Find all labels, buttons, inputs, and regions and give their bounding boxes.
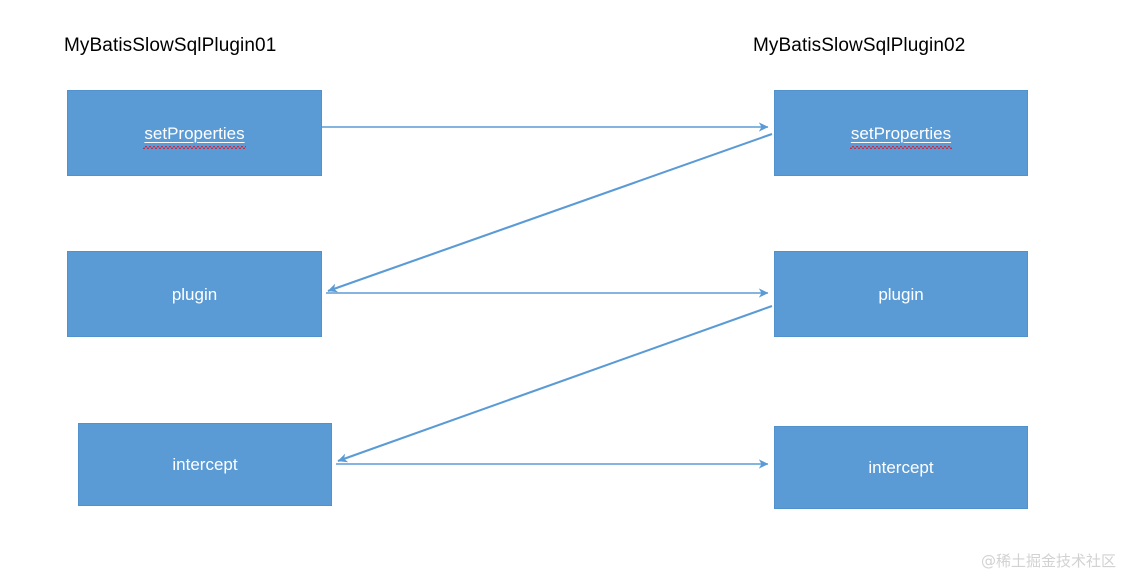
node-label: plugin: [878, 284, 924, 304]
node-label: intercept: [868, 458, 934, 477]
column-title-right: MyBatisSlowSqlPlugin02: [753, 35, 966, 56]
node-label: plugin: [171, 284, 218, 304]
node-right-intercept[interactable]: intercept: [774, 426, 1028, 509]
node-label: setProperties: [143, 123, 246, 149]
connector-plugin-right-to-intercept-left: [337, 305, 773, 463]
node-left-setproperties[interactable]: setProperties: [67, 90, 322, 176]
node-label: setProperties: [849, 123, 953, 149]
node-left-plugin[interactable]: plugin: [67, 251, 322, 337]
watermark: @稀土掘金技术社区: [980, 552, 1116, 570]
node-right-setproperties[interactable]: setProperties: [774, 90, 1028, 176]
node-left-intercept[interactable]: intercept: [78, 423, 332, 506]
column-title-left: MyBatisSlowSqlPlugin01: [64, 35, 277, 56]
node-label: intercept: [172, 455, 238, 474]
connector-setproperties-right-to-plugin-left: [327, 133, 773, 293]
node-right-plugin[interactable]: plugin: [774, 251, 1028, 337]
